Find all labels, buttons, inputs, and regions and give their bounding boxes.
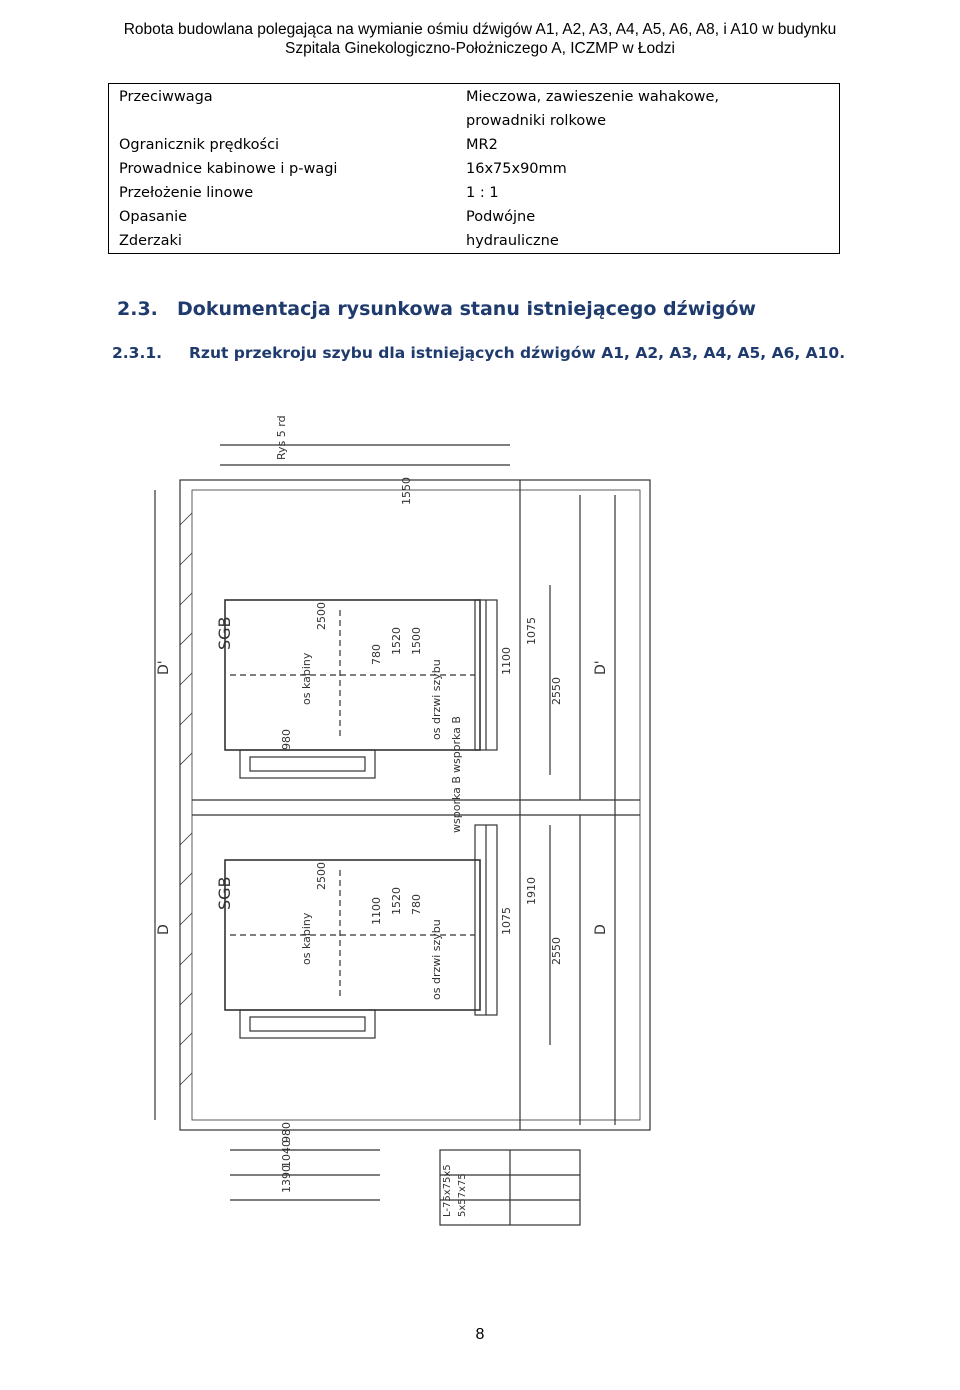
spec-table: Przeciwwaga Mieczowa, zawieszenie wahako… bbox=[108, 83, 840, 254]
drawing-label: SGB bbox=[215, 616, 234, 650]
drawing-label: 980 bbox=[280, 729, 293, 750]
drawing-label: D' bbox=[593, 660, 609, 675]
section-title: Dokumentacja rysunkowa stanu istniejąceg… bbox=[177, 298, 756, 320]
drawing-label: 5x57x75 bbox=[457, 1173, 468, 1217]
drawing-label: D' bbox=[156, 660, 172, 675]
subsection-number: 2.3.1. bbox=[112, 344, 163, 362]
section-heading: 2.3. Dokumentacja rysunkowa stanu istniej… bbox=[117, 298, 756, 320]
page-number: 8 bbox=[475, 1326, 485, 1343]
drawing-label: 1040 bbox=[280, 1140, 293, 1168]
drawing-label: D bbox=[593, 924, 609, 935]
drawing-label: 1075 bbox=[500, 907, 513, 935]
drawing-label: 2550 bbox=[550, 677, 563, 705]
spec-label: Prowadnice kabinowe i p-wagi bbox=[119, 161, 338, 177]
drawing-label: 1520 bbox=[390, 627, 403, 655]
drawing-label: SGB bbox=[215, 876, 234, 910]
shaft-section-drawing: Rys 5 rd SGB SGB D' D D' D 2500 2500 980… bbox=[154, 415, 651, 1226]
drawing-label: os drzwi szybu bbox=[430, 919, 443, 1000]
drawing-label: 2500 bbox=[315, 602, 328, 630]
spec-value: MR2 bbox=[466, 137, 498, 153]
drawing-label: 780 bbox=[370, 644, 383, 665]
spec-label: Przełożenie linowe bbox=[119, 185, 254, 201]
spec-value: 16x75x90mm bbox=[466, 161, 567, 177]
drawing-label: 1100 bbox=[500, 647, 513, 675]
spec-label: Opasanie bbox=[119, 209, 188, 225]
drawing-label: L-75x75x5 bbox=[442, 1164, 453, 1217]
drawing-label: 1520 bbox=[390, 887, 403, 915]
drawing-label: os kabiny bbox=[300, 912, 313, 965]
header-line-1: Robota budowlana polegająca na wymianie … bbox=[123, 21, 837, 38]
section-number: 2.3. bbox=[117, 298, 158, 320]
spec-value: Mieczowa, zawieszenie wahakowe, bbox=[466, 89, 719, 105]
subsection-title: Rzut przekroju szybu dla istniejących dź… bbox=[189, 344, 846, 362]
drawing-label: 1500 bbox=[410, 627, 423, 655]
drawing-label: 1075 bbox=[525, 617, 538, 645]
subsection-heading: 2.3.1. Rzut przekroju szybu dla istniejąc… bbox=[112, 344, 845, 362]
spec-value: hydrauliczne bbox=[466, 233, 559, 249]
drawing-label: os drzwi szybu bbox=[430, 659, 443, 740]
header-line-2: Szpitala Ginekologiczno-Położniczego A, … bbox=[285, 40, 675, 57]
drawing-label: 1910 bbox=[525, 877, 538, 905]
spec-label: Ogranicznik prędkości bbox=[119, 137, 280, 153]
drawing-label: wsporka B bbox=[450, 776, 463, 833]
drawing-label: 1550 bbox=[400, 477, 413, 505]
spec-value: prowadniki rolkowe bbox=[466, 113, 606, 129]
spec-label: Zderzaki bbox=[119, 233, 182, 249]
spec-label: Przeciwwaga bbox=[119, 89, 213, 105]
drawing-label: 780 bbox=[410, 894, 423, 915]
drawing-label: 1100 bbox=[370, 897, 383, 925]
drawing-label: 2550 bbox=[550, 937, 563, 965]
drawing-label: os kabiny bbox=[300, 652, 313, 705]
drawing-label: 980 bbox=[280, 1122, 293, 1143]
spec-value: Podwójne bbox=[466, 209, 536, 225]
drawing-label: 1390 bbox=[280, 1165, 293, 1193]
spec-value: 1 : 1 bbox=[466, 185, 499, 201]
drawing-label: wsporka B bbox=[450, 716, 463, 773]
page-header: Robota budowlana polegająca na wymianie … bbox=[0, 20, 960, 58]
drawing-label: Rys 5 rd bbox=[275, 415, 288, 460]
drawing-label: D bbox=[156, 924, 172, 935]
drawing-label: 2500 bbox=[315, 862, 328, 890]
